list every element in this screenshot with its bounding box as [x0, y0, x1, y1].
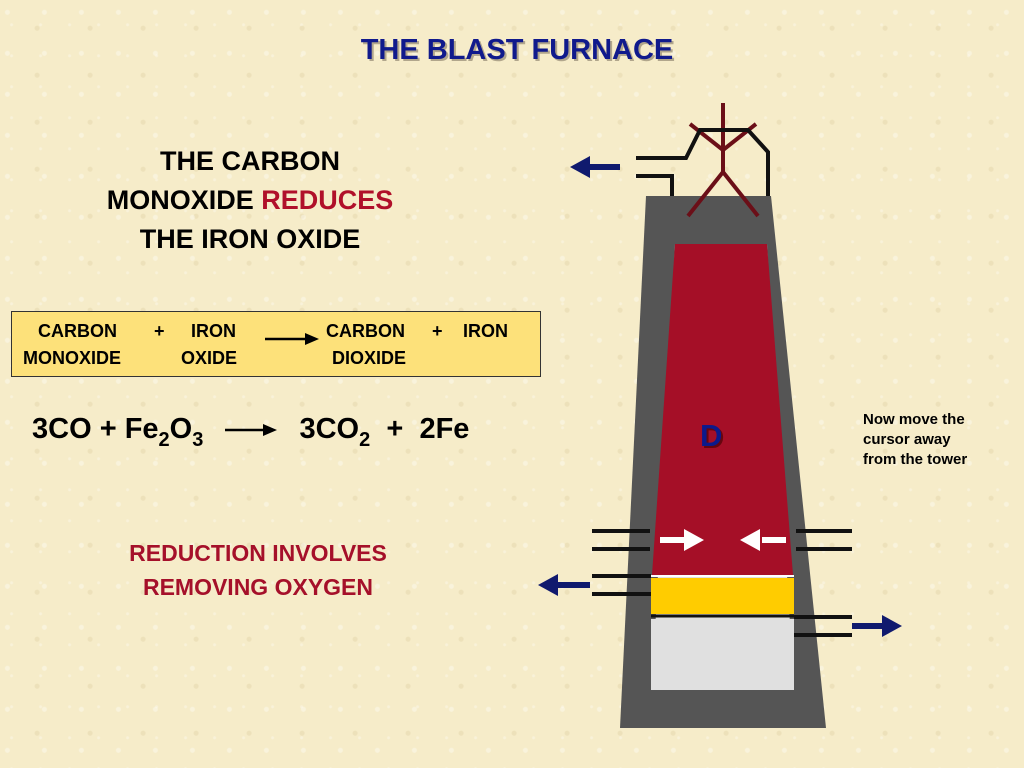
hot-air-arrowhead-left-icon [684, 529, 704, 551]
stage-label: D [700, 418, 723, 453]
reactant1-line2: MONOXIDE [23, 348, 122, 368]
slag-out-arrowhead-icon [538, 574, 558, 596]
co2-symbol: 3CO [299, 413, 360, 445]
reactant1-line1: CARBON [38, 321, 117, 341]
chute-left-arm [686, 170, 725, 218]
waste-gas-arrowhead-icon [570, 156, 590, 178]
statement-line-2: MONOXIDE REDUCES [40, 181, 460, 220]
cursor-note-line-2: cursor away [863, 431, 951, 448]
plus-sign-2: + [432, 321, 443, 341]
chute-upper-left [688, 122, 725, 152]
plus-sign-1: + [154, 321, 165, 341]
chute-right-arm [721, 170, 760, 218]
product1-line1: CARBON [326, 321, 405, 341]
o-symbol: O [169, 413, 193, 445]
reduction-statement: THE CARBON MONOXIDE REDUCES THE IRON OXI… [40, 142, 460, 259]
product1-line2: DIOXIDE [332, 348, 407, 368]
molten-iron-layer [651, 619, 794, 690]
product2: IRON [463, 321, 508, 341]
reduction-note-line-1: REDUCTION INVOLVES [129, 540, 387, 566]
cursor-note-line-1: Now move the [863, 411, 965, 428]
fe-symbol: Fe [124, 413, 159, 445]
reactant2-line2: OXIDE [181, 348, 238, 368]
cursor-instruction: Now move the cursor away from the tower [863, 410, 967, 470]
co2-term: 3CO2 [299, 413, 370, 450]
co2-subscript: 2 [359, 429, 371, 451]
symbol-equation: 3CO + Fe2O3 3CO2 + 2Fe [32, 413, 470, 450]
chute-upper-right [721, 122, 758, 152]
equation-arrow-icon [225, 424, 278, 437]
gas-duct-lower [636, 174, 674, 196]
iron-oxide-term: Fe2O3 [124, 413, 204, 450]
reactant2-line1: IRON [191, 321, 236, 341]
reduction-note: REDUCTION INVOLVES REMOVING OXYGEN [60, 536, 456, 604]
statement-line-1: THE CARBON [160, 146, 340, 176]
gas-duct-upper [636, 128, 770, 196]
o-subscript: 3 [192, 429, 204, 451]
statement-line-3: THE IRON OXIDE [139, 224, 361, 254]
iron-out-arrowhead-icon [882, 615, 902, 637]
iron-product: 2Fe [419, 413, 470, 445]
fe-subscript: 2 [158, 429, 170, 451]
reduction-note-line-2: REMOVING OXYGEN [142, 574, 374, 600]
reaction-arrow-icon [265, 333, 319, 345]
furnace-charge-zone [652, 244, 793, 575]
plus-sign-3: + [99, 413, 117, 445]
word-equation-box: CARBON MONOXIDE + IRON OXIDE CARBON DIOX… [11, 311, 541, 377]
co-term: 3CO [32, 413, 92, 445]
slag-layer [651, 578, 794, 614]
slide-title: THE BLAST FURNACE [360, 34, 674, 66]
statement-highlight: REDUCES [261, 185, 394, 215]
statement-line-2-prefix: MONOXIDE [106, 185, 262, 215]
cursor-note-line-3: from the tower [863, 451, 968, 468]
plus-sign-4: + [386, 413, 404, 445]
hot-air-arrowhead-right-icon [740, 529, 760, 551]
